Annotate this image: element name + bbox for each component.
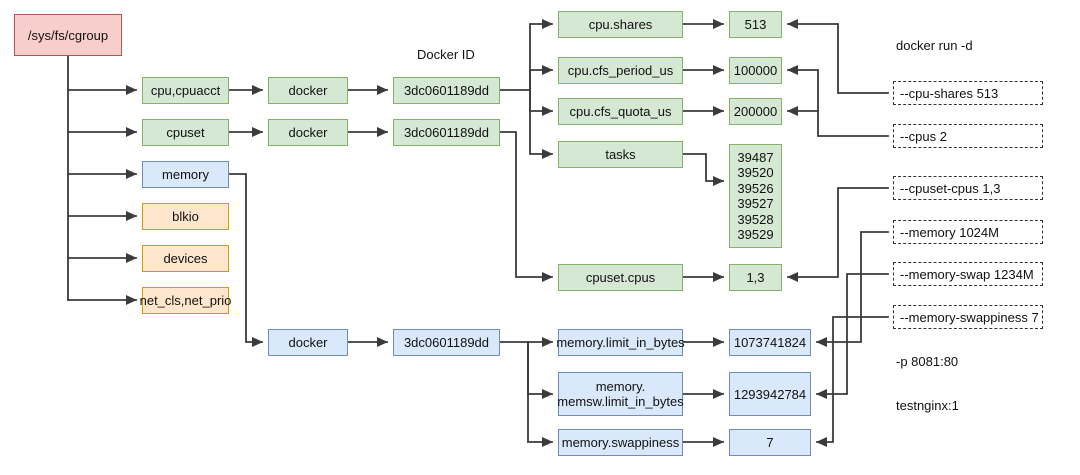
arrow-head-right <box>713 176 724 186</box>
arrow-head-right <box>713 389 724 399</box>
flag-cpus-node: --cpus 2 <box>893 124 1043 148</box>
arrow-head-left <box>816 389 827 399</box>
value-cpu-shares-node: 513 <box>729 11 782 38</box>
arrow-head-right <box>542 272 553 282</box>
value-memory-limit-in-bytes-node: 1073741824 <box>729 329 811 356</box>
image-name-label: testnginx:1 <box>896 398 959 413</box>
container-id-memory-node: 3dc0601189dd <box>393 329 500 356</box>
value-cpu-cfs-period-us-node: 100000 <box>729 57 782 84</box>
arrow-head-right <box>252 337 263 347</box>
arrow-head-right <box>542 437 553 447</box>
arrow-head-left <box>787 272 798 282</box>
arrow-head-right <box>126 85 137 95</box>
file-tasks-node: tasks <box>558 141 683 168</box>
file-cpuset-cpus-node: cpuset.cpus <box>558 264 683 291</box>
flag-memory-swappiness-node: --memory-swappiness 7 <box>893 305 1043 329</box>
subsystem-devices-node: devices <box>142 245 229 272</box>
arrow-head-right <box>542 389 553 399</box>
connector-line <box>816 316 889 443</box>
connector-line <box>499 131 553 278</box>
arrow-head-right <box>542 337 553 347</box>
connector-line <box>499 23 553 91</box>
flag-memory-node: --memory 1024M <box>893 220 1043 244</box>
file-cpu-cfs-period-us-node: cpu.cfs_period_us <box>558 57 683 84</box>
connector-line <box>787 69 889 137</box>
task-pid: 39487 <box>737 149 774 165</box>
docker-id-caption: Docker ID <box>417 47 475 62</box>
arrow-head-right <box>126 253 137 263</box>
arrow-head-right <box>713 337 724 347</box>
arrow-head-right <box>252 127 263 137</box>
value-cpu-cfs-quota-us-node: 200000 <box>729 98 782 125</box>
arrow-head-right <box>377 337 388 347</box>
connector-line <box>816 273 889 395</box>
file-memory-limit-in-bytes-node: memory.limit_in_bytes <box>556 329 685 356</box>
flag-memory-swap-node: --memory-swap 1234M <box>893 262 1043 286</box>
flag-cpu-shares-node: --cpu-shares 513 <box>893 81 1043 105</box>
docker-dir-cpu-node: docker <box>268 77 348 104</box>
connector-line <box>787 23 889 94</box>
task-pid: 39529 <box>737 227 774 242</box>
arrow-head-right <box>542 149 553 159</box>
arrow-head-right <box>377 127 388 137</box>
arrow-head-left <box>816 437 827 447</box>
connector-line <box>529 89 553 155</box>
arrow-head-right <box>713 65 724 75</box>
arrow-head-right <box>542 65 553 75</box>
arrow-head-right <box>713 272 724 282</box>
arrow-head-left <box>787 65 798 75</box>
connector-line <box>787 187 889 278</box>
value-cpuset-cpus-node: 1,3 <box>729 264 782 291</box>
connector-line <box>682 153 724 182</box>
arrow-head-right <box>713 437 724 447</box>
subsystem-netcls-netprio-node: net_cls,net_prio <box>140 287 231 314</box>
docker-dir-cpuset-node: docker <box>268 119 348 146</box>
arrow-head-left <box>787 106 798 116</box>
file-cpu-shares-node: cpu.shares <box>558 11 683 38</box>
connector-line <box>228 173 263 343</box>
file-memory-memsw-limit-in-bytes-node: memory. memsw.limit_in_bytes <box>557 372 684 416</box>
arrow-head-right <box>252 85 263 95</box>
docker-dir-memory-node: docker <box>268 329 348 356</box>
task-pid: 39526 <box>737 180 774 196</box>
arrow-head-right <box>126 295 137 305</box>
connector-line <box>529 89 553 112</box>
arrow-head-right <box>126 169 137 179</box>
arrow-head-left <box>787 19 798 29</box>
connector-line <box>529 69 553 91</box>
cgroup-root-node: /sys/fs/cgroup <box>14 14 122 56</box>
arrow-head-right <box>713 19 724 29</box>
connector-line <box>816 231 889 343</box>
subsystem-cpuset-node: cpuset <box>142 119 229 146</box>
arrow-head-right <box>126 127 137 137</box>
arrow-head-right <box>377 85 388 95</box>
arrow-head-right <box>542 106 553 116</box>
subsystem-blkio-node: blkio <box>142 203 229 230</box>
container-id-cpuset-node: 3dc0601189dd <box>393 119 500 146</box>
task-pid: 39520 <box>737 165 774 180</box>
file-cpu-cfs-quota-us-node: cpu.cfs_quota_us <box>558 98 683 125</box>
value-memory-swappiness-node: 7 <box>729 429 811 456</box>
port-mapping-label: -p 8081:80 <box>896 354 959 369</box>
connector-line <box>527 341 553 395</box>
arrow-head-right <box>713 106 724 116</box>
value-memory-memsw-limit-in-bytes-node: 1293942784 <box>729 372 811 416</box>
subsystem-cpu-cpuacct-node: cpu,cpuacct <box>142 77 229 104</box>
flag-cpuset-cpus-node: --cpuset-cpus 1,3 <box>893 176 1043 200</box>
arrow-head-right <box>542 19 553 29</box>
connector-line <box>527 341 553 443</box>
subsystem-memory-node: memory <box>142 161 229 188</box>
task-pid: 39527 <box>737 196 774 211</box>
arrow-head-right <box>126 211 137 221</box>
docker-run-caption: docker run -d <box>896 38 973 53</box>
file-memory-swappiness-node: memory.swappiness <box>558 429 683 456</box>
arrow-head-left <box>816 337 827 347</box>
container-id-cpu-node: 3dc0601189dd <box>393 77 500 104</box>
task-pid: 39528 <box>737 211 774 227</box>
